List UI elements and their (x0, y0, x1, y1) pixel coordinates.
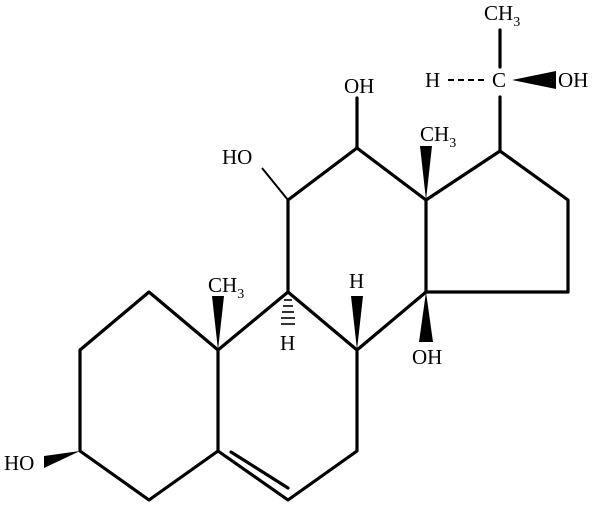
wedge-c14-oh (419, 292, 433, 342)
label-oh-c14: OH (412, 345, 442, 369)
hash-c9-h (281, 299, 295, 325)
label-ch3-c18: CH3 (420, 122, 456, 151)
label-h-c9: H (280, 331, 295, 355)
ring-a (78, 290, 220, 502)
label-ch3-side-chain: CH3 (484, 1, 520, 30)
wedge-c10-ch3 (212, 296, 224, 350)
ring-d (424, 149, 570, 294)
ring-b (216, 290, 359, 502)
label-c20-c: C (492, 68, 506, 92)
label-c20-h: H (425, 68, 440, 92)
wedge-c8-h (351, 296, 363, 350)
wedge-c13-ch3 (420, 146, 432, 200)
label-oh-c12: OH (344, 74, 374, 98)
ring-c (286, 146, 428, 352)
label-ho-c3: HO (4, 451, 34, 475)
wedge-c20-oh (512, 71, 556, 89)
double-bond-c5-c6 (229, 450, 290, 490)
bond-c11-oh (261, 167, 289, 201)
label-ch3-c19: CH3 (208, 273, 244, 302)
label-ho-c11: HO (222, 145, 252, 169)
wedge-c3-oh (44, 451, 80, 468)
label-c20-oh: OH (558, 68, 588, 92)
label-h-c8: H (349, 269, 364, 293)
